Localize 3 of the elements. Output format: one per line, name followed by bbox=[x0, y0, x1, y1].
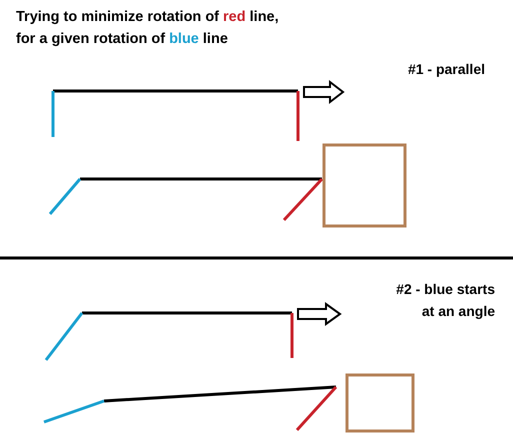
scenario-label: #2 - blue starts at an angle bbox=[395, 280, 495, 321]
diagram-title: Trying to minimize rotation of red line, for a given rotation of blue line bbox=[16, 8, 280, 49]
scenario-label: #1 - parallel bbox=[406, 60, 485, 79]
